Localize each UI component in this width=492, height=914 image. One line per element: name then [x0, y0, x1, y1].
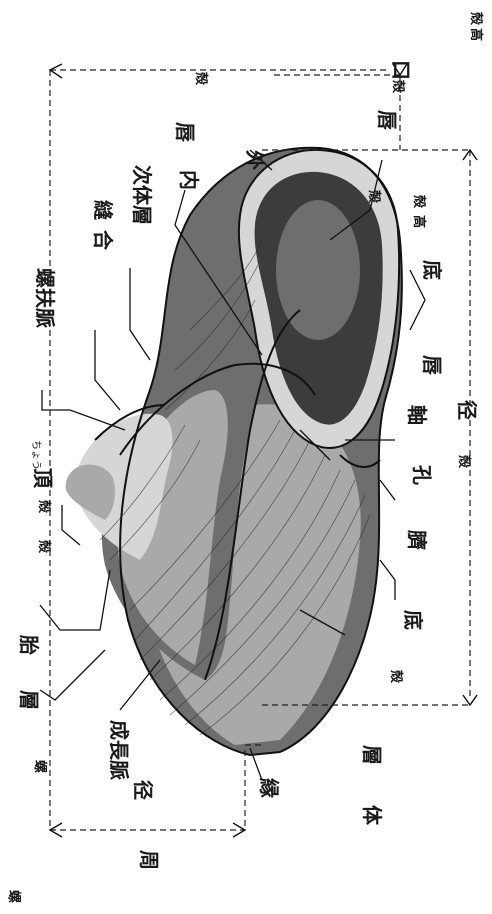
label-tei: 底	[401, 610, 425, 630]
label-kara-right-2: 殻	[411, 195, 427, 209]
label-mouth-kara2: 殻	[390, 80, 406, 94]
label-jitaisou: 次体層	[130, 165, 154, 225]
label-saku: 臍	[405, 530, 429, 550]
label-kara-lip: 殻	[366, 190, 382, 204]
label-gou: 合	[91, 230, 115, 251]
label-kou-right: 高	[411, 215, 427, 228]
label-corner-2: 高	[468, 28, 484, 41]
label-rasen: 螺	[32, 760, 48, 773]
label-mouth-kara: 殻	[193, 72, 209, 86]
label-shin: 唇	[420, 355, 444, 376]
label-kara-apex-1: 殻	[36, 500, 52, 514]
label-corner-1: 殻	[468, 12, 484, 26]
label-jiku: 軸	[405, 405, 429, 425]
aperture-shadow	[276, 200, 360, 340]
label-tei2: 底	[420, 260, 444, 280]
arrow-left-top	[50, 64, 62, 78]
label-kou: 孔	[410, 465, 434, 485]
label-kara-body: 殻	[388, 670, 404, 684]
label-shuu: 周	[137, 850, 161, 870]
label-gai: 外	[243, 150, 267, 170]
label-shin-top-2: 唇	[375, 110, 399, 131]
label-tai-body: 体	[360, 805, 384, 826]
label-tai: 胎	[17, 634, 41, 655]
shell-illustration	[66, 148, 402, 755]
label-rasenfuku: 螺扶脈	[33, 268, 57, 328]
label-rasen-bottom: 螺	[6, 890, 22, 903]
label-hou: 縫	[91, 200, 115, 220]
apex	[66, 464, 115, 520]
label-sou: 層	[17, 690, 41, 710]
label-chou-furigana: ちょう	[30, 440, 42, 470]
label-chou: 頂	[31, 468, 55, 489]
label-mouth-kou: 口	[389, 60, 413, 80]
label-sou-body: 層	[360, 745, 384, 765]
label-en: 縁	[257, 778, 281, 798]
label-kara-right: 殻	[456, 455, 472, 469]
label-kei: 径	[131, 780, 155, 800]
arrow-right2-bottom	[463, 695, 477, 705]
label-shin-top: 唇	[173, 122, 197, 143]
label-kei2: 径	[455, 400, 479, 420]
label-seichoumyaku: 成長脈	[107, 720, 131, 780]
label-nai: 内	[177, 170, 201, 190]
label-kara-apex-2: 殻	[36, 540, 52, 554]
